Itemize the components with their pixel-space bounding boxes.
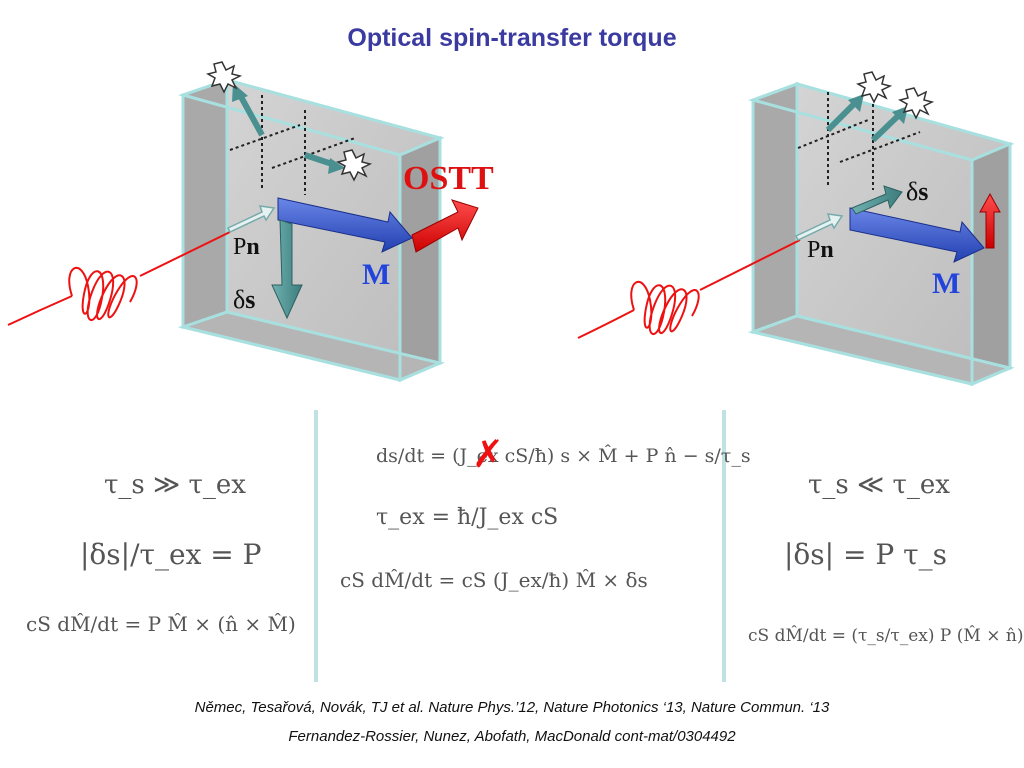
right-pn-arrow	[794, 213, 844, 241]
right-pn-label-p: P	[807, 237, 821, 263]
right-pn-label-n: n	[820, 237, 834, 263]
right-llg-equation: cS dM̂/dt = (τ_s/τ_ex) P (M̂ × n̂)	[748, 626, 1024, 646]
left-pn-label: Pn	[233, 234, 260, 261]
page-title: Optical spin-transfer torque	[347, 24, 677, 52]
left-ds-arrow	[271, 219, 303, 320]
left-regime-equation: τ_s ≫ τ_ex	[104, 470, 246, 500]
left-pn-label-n: n	[246, 234, 260, 260]
left-ds-label-delta: δ	[233, 285, 246, 314]
left-pn-arrow	[226, 205, 276, 233]
right-laser-beam	[577, 239, 801, 339]
right-regime-equation: τ_s ≪ τ_ex	[808, 470, 950, 500]
right-dotted-axes	[797, 92, 921, 190]
left-m-arrow	[277, 197, 413, 253]
left-llg-equation: cS dM̂/dt = P M̂ × (n̂ × M̂)	[26, 612, 296, 636]
divider-right	[722, 410, 726, 682]
right-ds-label: δs	[906, 177, 928, 207]
center-dsdt-equation: ds/dt = (J_ex cS/ħ) s × M̂ + P n̂ − s/τ_…	[376, 445, 751, 467]
left-ds-label: δs	[233, 285, 255, 315]
center-llg-equation: cS dM̂/dt = cS (J_ex/ħ) M̂ × δs	[340, 568, 648, 592]
diagram-canvas	[7, 61, 1015, 387]
right-ds-arrow	[851, 185, 903, 215]
right-m-arrow	[849, 207, 985, 263]
left-laser-beam	[7, 231, 231, 326]
left-ds-relation: |δs|/τ_ex = P	[80, 538, 262, 571]
reference-line-2: Fernandez-Rossier, Nunez, Abofath, MacDo…	[288, 728, 736, 745]
ostt-label: OSTT	[403, 160, 494, 197]
right-torque-arrow	[979, 192, 1001, 249]
right-ds-label-s: s	[918, 177, 929, 206]
left-ds-label-s: s	[245, 285, 256, 314]
right-ds-label-delta: δ	[906, 177, 919, 206]
ostt-torque-arrow	[411, 199, 479, 253]
cross-mark-icon: ✗	[472, 432, 504, 476]
right-m-label: M	[932, 267, 961, 300]
divider-left	[314, 410, 318, 682]
left-pn-label-p: P	[233, 234, 247, 260]
left-dotted-axes	[229, 95, 356, 195]
right-pn-label: Pn	[807, 237, 834, 264]
left-m-label: M	[362, 258, 391, 291]
right-burst-icons	[856, 71, 935, 120]
right-ds-relation: |δs| = P τ_s	[784, 538, 947, 571]
reference-line-1: Němec, Tesařová, Novák, TJ et al. Nature…	[194, 699, 830, 716]
center-tau-ex-equation: τ_ex = ħ/J_ex cS	[376, 505, 559, 530]
left-burst-icons	[206, 61, 373, 182]
